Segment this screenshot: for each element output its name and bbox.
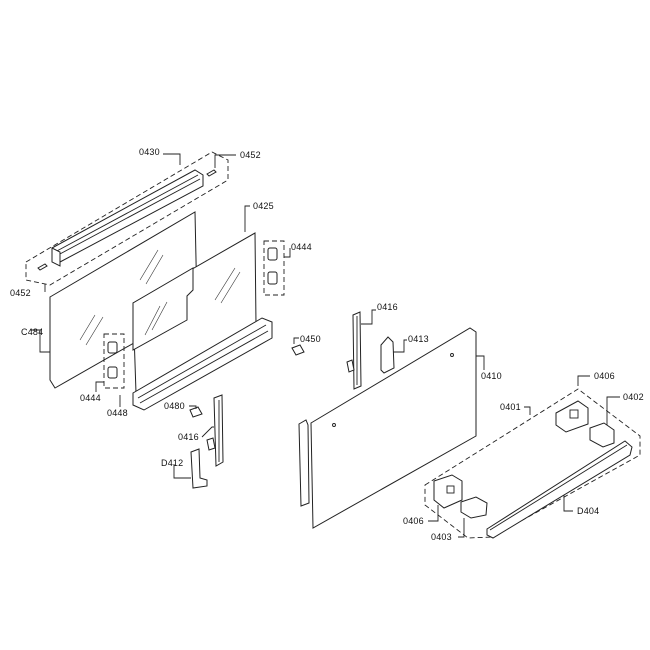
label-0452-top: 0452 bbox=[240, 150, 261, 160]
label-0416-bottom: 0416 bbox=[178, 432, 199, 442]
door-panel-0410 bbox=[298, 327, 485, 529]
left-hinge-group bbox=[173, 394, 224, 489]
label-0444-right: 0444 bbox=[291, 242, 312, 252]
label-0484: C484 bbox=[21, 327, 44, 337]
label-0425: 0425 bbox=[253, 201, 274, 211]
inner-glass-0425 bbox=[132, 205, 257, 394]
label-0406-bottom: 0406 bbox=[403, 516, 424, 526]
bottom-profile-0448 bbox=[119, 317, 273, 411]
label-0410: 0410 bbox=[481, 371, 502, 381]
label-0430: 0430 bbox=[139, 147, 160, 157]
label-0402: 0402 bbox=[623, 392, 644, 402]
label-0404: D404 bbox=[577, 506, 600, 516]
outer-glass-0484 bbox=[30, 211, 198, 389]
handle-group-0401 bbox=[424, 375, 641, 539]
label-0403: 0403 bbox=[431, 532, 452, 542]
label-0413: 0413 bbox=[408, 334, 429, 344]
clip-pair-0444-left bbox=[95, 333, 125, 392]
label-0444-left: 0444 bbox=[80, 393, 101, 403]
label-0401: 0401 bbox=[500, 402, 521, 412]
label-0450: 0450 bbox=[300, 334, 321, 344]
trim-group-0430 bbox=[25, 151, 229, 286]
label-0452-left: 0452 bbox=[10, 288, 31, 298]
label-0480: 0480 bbox=[164, 401, 185, 411]
label-0416-top: 0416 bbox=[377, 302, 398, 312]
clip-pair-0444-right bbox=[263, 240, 291, 296]
label-0406-top: 0406 bbox=[594, 371, 615, 381]
right-hinge-group bbox=[291, 309, 407, 390]
label-0412: D412 bbox=[161, 458, 184, 468]
label-0448: 0448 bbox=[107, 408, 128, 418]
